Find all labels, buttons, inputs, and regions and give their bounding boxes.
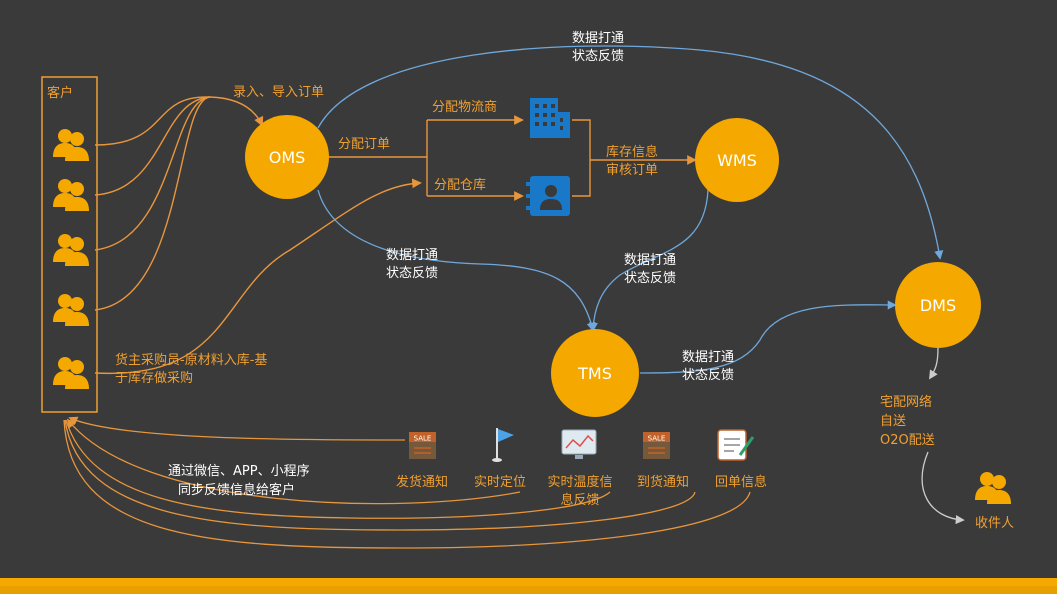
customer-icon (53, 129, 89, 161)
delivery-label: O2O配送 (880, 433, 935, 448)
receiver-icon (975, 472, 1011, 504)
dms-label: DMS (920, 296, 956, 315)
data-sync-label: 数据打通 (682, 350, 734, 365)
data-sync-label: 数据打通 (624, 253, 676, 268)
customer-icon (53, 357, 89, 389)
svg-text:SALE: SALE (648, 435, 666, 443)
customer-to-oms-line (94, 96, 211, 196)
oms-node (245, 115, 329, 199)
review-order-label: 审核订单 (606, 163, 658, 178)
customer-to-oms-line (94, 96, 211, 311)
delivery-to-receiver-line (921, 451, 965, 525)
status-feedback-label: 状态反馈 (386, 266, 438, 281)
status-feedback-label: 状态反馈 (682, 368, 734, 383)
assign-logistics-label: 分配物流商 (432, 100, 497, 115)
entry-orders-label: 录入、导入订单 (233, 85, 324, 100)
bottom-bar-dark (0, 586, 1057, 594)
purchase-label: 货主采购员-原材料入库-基 (115, 352, 267, 368)
svg-text:SALE: SALE (414, 435, 432, 443)
tms-to-dms-line (639, 300, 897, 374)
notification-label: 实时温度信 (547, 474, 612, 490)
wms-node (695, 118, 779, 202)
purchase-to-warehouse-line (94, 178, 422, 374)
status-feedback-label: 状态反馈 (572, 49, 624, 64)
sale-sign-icon: SALE (409, 432, 436, 459)
customer-to-oms-line (94, 96, 211, 251)
feedback-line (66, 418, 521, 505)
data-sync-label: 数据打通 (386, 248, 438, 263)
purchase-label: 于库存做采购 (115, 370, 193, 386)
tms-label: TMS (577, 364, 612, 383)
receiver-label: 收件人 (975, 516, 1014, 531)
to-wms-bracket (572, 119, 591, 197)
delivery-label: 自送 (880, 414, 906, 429)
building-icon (530, 98, 570, 138)
customer-icon (53, 294, 89, 326)
notification-label: 息反馈 (560, 492, 599, 508)
feedback-line (64, 419, 696, 531)
bottom-bar (0, 578, 1057, 586)
assign-warehouse-label: 分配仓库 (434, 177, 486, 193)
tms-node (551, 329, 639, 417)
feedback-line (68, 416, 406, 441)
wms-label: WMS (717, 151, 757, 170)
data-sync-label: 数据打通 (572, 31, 624, 46)
feedback-line (63, 419, 751, 549)
oms-label: OMS (269, 148, 306, 167)
customer-icon (53, 234, 89, 266)
notification-label: 到货通知 (637, 474, 689, 490)
assign-order-label: 分配订单 (338, 137, 390, 152)
stock-info-label: 库存信息 (606, 144, 658, 160)
notification-label: 实时定位 (474, 475, 526, 490)
feedback-label: 同步反馈信息给客户 (178, 482, 295, 498)
feedback-label: 通过微信、APP、小程序 (168, 464, 310, 479)
notification-label: 回单信息 (715, 474, 767, 490)
customer-to-oms-line (94, 96, 264, 146)
notification-label: 发货通知 (396, 474, 448, 490)
oms-to-tms-line (317, 189, 596, 332)
chart-monitor-icon (561, 429, 597, 459)
feedback-line (65, 419, 611, 519)
oms-to-dms-line (317, 45, 944, 260)
dms-to-network-line (929, 347, 939, 380)
customer-box (41, 76, 98, 413)
dms-node (895, 262, 981, 348)
status-feedback-label: 状态反馈 (624, 271, 676, 286)
sale-sign-icon: SALE (643, 432, 670, 459)
wms-to-tms-line (588, 189, 709, 332)
customer-icon (53, 179, 89, 211)
flag-icon (492, 428, 514, 462)
customer-box-title: 客户 (47, 85, 73, 101)
contact-book-icon (526, 176, 570, 216)
delivery-label: 宅配网络 (880, 394, 932, 410)
document-pen-icon (717, 429, 755, 461)
